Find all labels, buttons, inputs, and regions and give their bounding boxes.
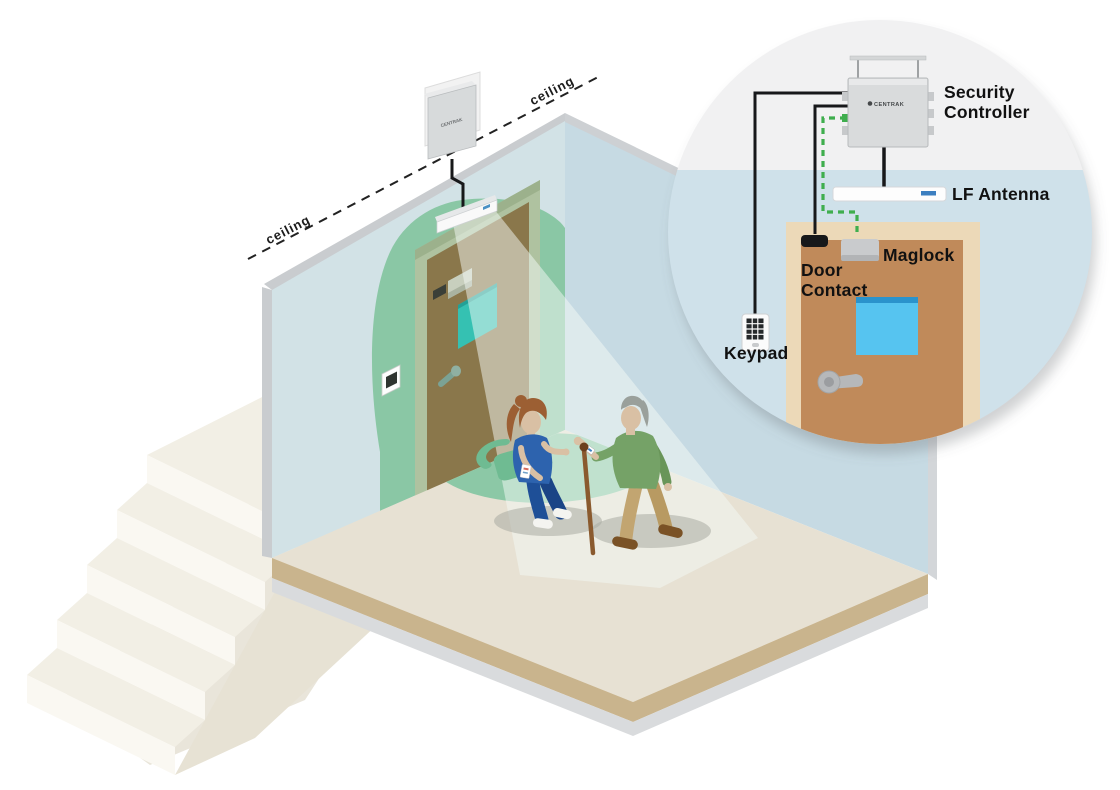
door-handle [438,365,461,387]
callout-bubble: CENTRAK [668,20,1092,444]
callout-keypad-wire [753,91,848,316]
callout-contact-wire [813,104,848,234]
callout-door-handle [817,370,863,394]
id-badge [519,464,532,479]
callout-door [786,222,980,444]
controller-brand-main: CENTRAK [440,117,464,129]
ceiling-dashed-line [247,75,601,260]
callout-keypad-device [741,313,770,352]
maglock-label: Maglock [883,245,955,265]
callout-security-controller-device: CENTRAK [842,55,934,148]
callout-door-window [856,297,918,355]
controller-brand-callout: CENTRAK [874,102,904,108]
door-contact-device [433,284,446,300]
callout-lf-antenna-device [832,186,947,202]
door-contact-label: Door Contact [801,260,868,301]
keypad-label: Keypad [724,343,789,363]
elderly-man [573,395,683,556]
lf-antenna-device-main [435,195,498,234]
man-shadow [591,514,711,548]
callout-maglock-wire-green [821,116,859,237]
antenna-wire-main [450,159,465,214]
callout-door-contact-device [801,235,828,247]
security-controller-device-main: CENTRAK [424,71,481,160]
security-controller-label: Security Controller [944,82,1030,123]
cane [579,442,596,556]
nurse [506,395,572,529]
wall-keypad [381,364,401,397]
lf-antenna-label: LF Antenna [952,184,1050,204]
